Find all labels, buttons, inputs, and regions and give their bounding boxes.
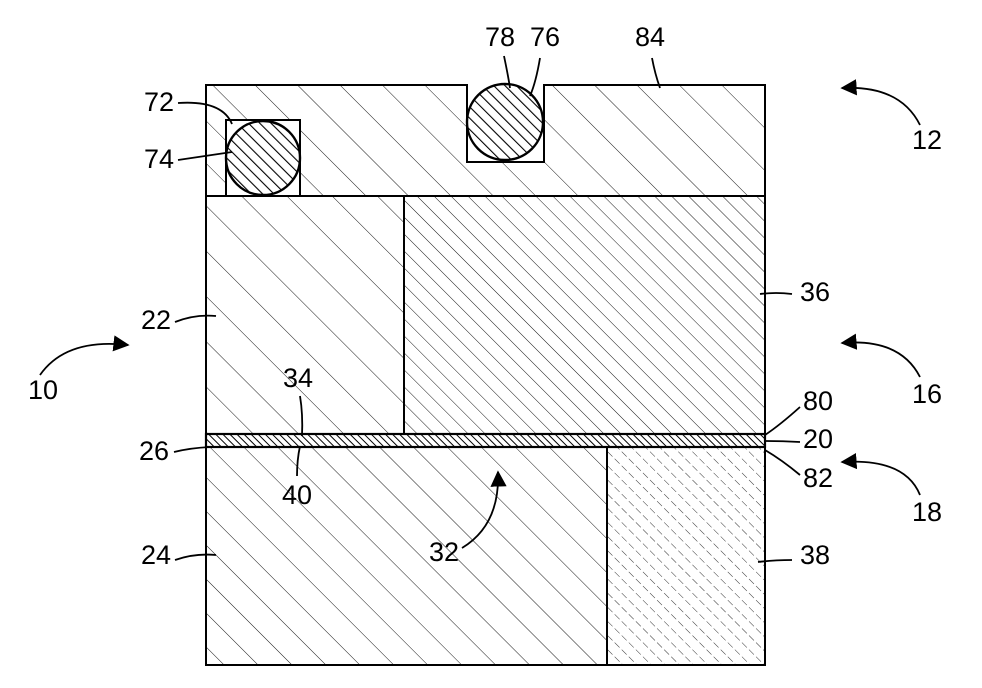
- leader-80: [765, 407, 800, 435]
- label-82: 82: [803, 463, 833, 493]
- leader-84: [652, 58, 660, 88]
- label-32: 32: [429, 537, 459, 567]
- seal-ring-74: [226, 121, 300, 195]
- label-18: 18: [912, 497, 942, 527]
- arrow-12: [842, 88, 920, 125]
- label-36: 36: [800, 277, 830, 307]
- block-36: [404, 196, 765, 434]
- leader-82: [765, 450, 800, 475]
- arrow-16: [842, 342, 920, 377]
- block-24: [206, 447, 607, 665]
- leader-36: [760, 293, 792, 294]
- arrow-18: [842, 462, 920, 495]
- label-24: 24: [141, 540, 171, 570]
- arrow-10: [40, 344, 128, 375]
- label-20: 20: [803, 424, 833, 454]
- label-26: 26: [139, 436, 169, 466]
- film-layer-20: [206, 434, 765, 447]
- label-74: 74: [144, 144, 174, 174]
- label-84: 84: [635, 22, 665, 52]
- label-72: 72: [144, 87, 174, 117]
- label-10: 10: [28, 375, 58, 405]
- seal-ring-78: [467, 84, 543, 160]
- label-80: 80: [803, 386, 833, 416]
- label-78: 78: [485, 22, 515, 52]
- label-12: 12: [912, 125, 942, 155]
- label-76: 76: [530, 22, 560, 52]
- leader-26: [174, 447, 210, 452]
- label-22: 22: [141, 305, 171, 335]
- label-38: 38: [800, 540, 830, 570]
- block-38: [607, 447, 765, 665]
- label-40: 40: [282, 480, 312, 510]
- label-34: 34: [283, 363, 313, 393]
- label-16: 16: [912, 379, 942, 409]
- leader-20: [766, 441, 800, 442]
- block-22: [206, 196, 404, 434]
